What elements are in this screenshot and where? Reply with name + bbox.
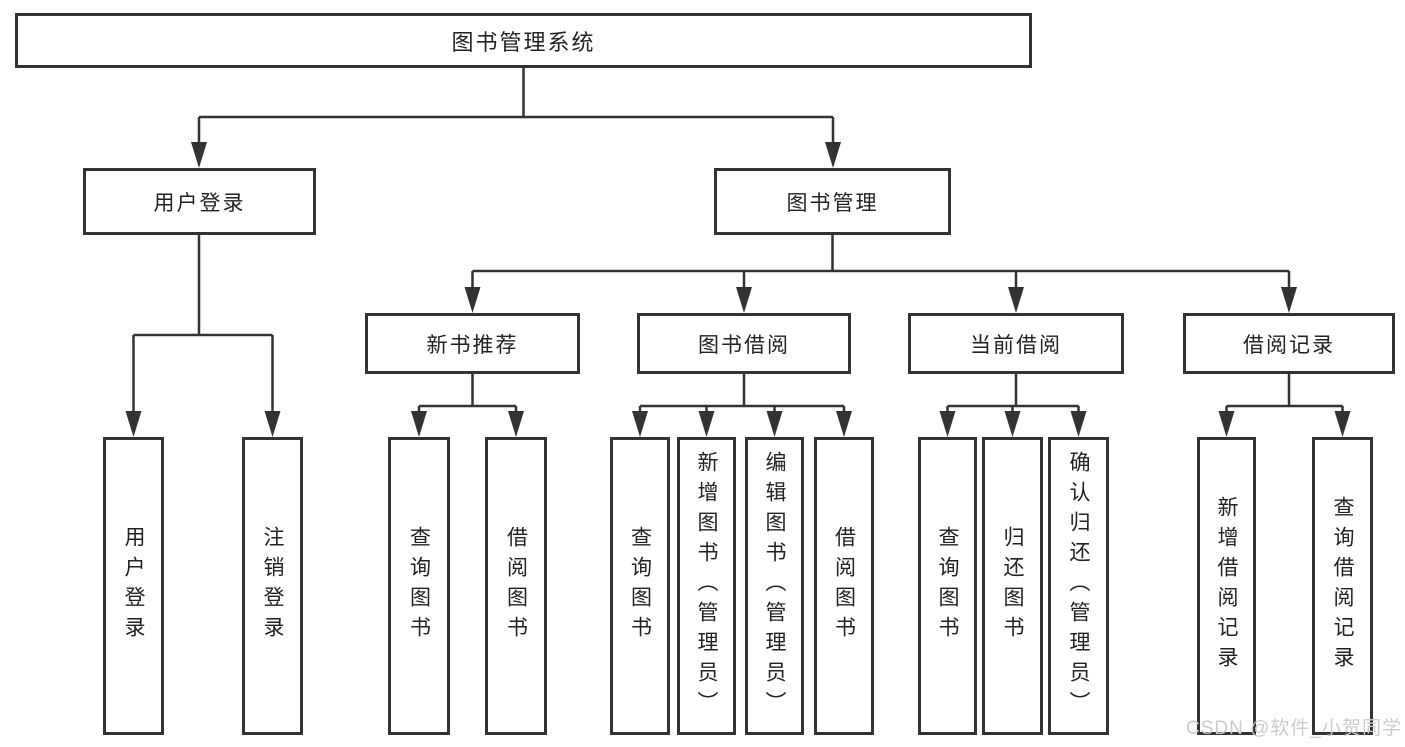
- leaf-borrow-books-2-label: 借阅图书: [832, 526, 856, 646]
- leaf-query-books-2-label: 查询图书: [628, 526, 652, 646]
- arrowhead-current: [1008, 287, 1024, 313]
- node-new-book-recommend: 新书推荐: [365, 313, 580, 374]
- node-borrow-records: 借阅记录: [1183, 313, 1395, 374]
- node-user-login-branch: 用户登录: [83, 168, 316, 235]
- arrowhead-bb3: [766, 411, 783, 437]
- leaf-logout-label: 注销登录: [261, 526, 284, 646]
- leaf-edit-book-admin-label: 编辑图书（管理员）: [763, 451, 786, 721]
- arrowhead-newbooks: [464, 287, 481, 313]
- node-book-management-label: 图书管理: [786, 191, 879, 215]
- leaf-return-book: 归还图书: [982, 437, 1043, 735]
- arrowheads: [125, 142, 1351, 437]
- leaf-add-book-admin: 新增图书（管理员）: [677, 437, 736, 735]
- leaf-borrow-books-1: 借阅图书: [485, 437, 547, 735]
- leaf-user-login-label: 用户登录: [122, 526, 145, 646]
- arrowhead-userlogin: [125, 411, 142, 437]
- node-current-borrowing-label: 当前借阅: [970, 333, 1062, 357]
- node-library-system-label: 图书管理系统: [451, 29, 596, 55]
- leaf-query-books-2: 查询图书: [610, 437, 670, 735]
- arrowhead-nb2: [508, 411, 524, 437]
- leaf-borrow-books-2: 借阅图书: [814, 437, 874, 735]
- node-book-borrowing: 图书借阅: [637, 313, 851, 374]
- leaf-confirm-return-admin: 确认归还（管理员）: [1048, 437, 1109, 735]
- leaf-query-books-1-label: 查询图书: [407, 526, 431, 646]
- arrowhead-cb2: [1004, 411, 1021, 437]
- leaf-query-borrow-record-label: 查询借阅记录: [1331, 496, 1354, 676]
- arrowhead-cb1: [939, 411, 956, 437]
- arrowhead-bb4: [836, 411, 852, 437]
- leaf-query-books-1: 查询图书: [388, 437, 450, 735]
- leaf-borrow-books-1-label: 借阅图书: [504, 526, 528, 646]
- arrowhead-bookmgmt: [825, 142, 841, 168]
- arrowhead-login: [191, 142, 207, 168]
- node-current-borrowing: 当前借阅: [908, 313, 1124, 374]
- arrowhead-rb1: [1218, 411, 1235, 437]
- arrowhead-records: [1281, 287, 1297, 313]
- leaf-query-books-3-label: 查询图书: [936, 526, 959, 646]
- leaf-add-borrow-record-label: 新增借阅记录: [1215, 496, 1238, 676]
- arrowhead-logout: [264, 411, 281, 437]
- node-book-management: 图书管理: [714, 168, 951, 235]
- arrowhead-rb2: [1334, 411, 1351, 437]
- arrowhead-bb2: [698, 411, 715, 437]
- leaf-query-books-3: 查询图书: [918, 437, 977, 735]
- node-book-borrowing-label: 图书借阅: [698, 333, 790, 357]
- leaf-confirm-return-admin-label: 确认归还（管理员）: [1067, 451, 1090, 721]
- leaf-query-borrow-record: 查询借阅记录: [1312, 437, 1373, 735]
- node-user-login-branch-label: 用户登录: [153, 191, 246, 215]
- arrowhead-nb1: [411, 411, 427, 437]
- node-borrow-records-label: 借阅记录: [1243, 333, 1335, 357]
- arrowhead-borrow: [736, 287, 752, 313]
- csdn-watermark: CSDN @软件_小贺同学: [1186, 718, 1402, 739]
- leaf-add-book-admin-label: 新增图书（管理员）: [695, 451, 718, 721]
- leaf-user-login: 用户登录: [103, 437, 164, 735]
- arrowhead-bb1: [632, 411, 648, 437]
- leaf-logout: 注销登录: [242, 437, 303, 735]
- node-library-system: 图书管理系统: [15, 13, 1032, 68]
- leaf-add-borrow-record: 新增借阅记录: [1197, 437, 1256, 735]
- leaf-return-book-label: 归还图书: [1001, 526, 1024, 646]
- arrowhead-cb3: [1070, 411, 1087, 437]
- node-new-book-recommend-label: 新书推荐: [426, 333, 519, 357]
- leaf-edit-book-admin: 编辑图书（管理员）: [745, 437, 804, 735]
